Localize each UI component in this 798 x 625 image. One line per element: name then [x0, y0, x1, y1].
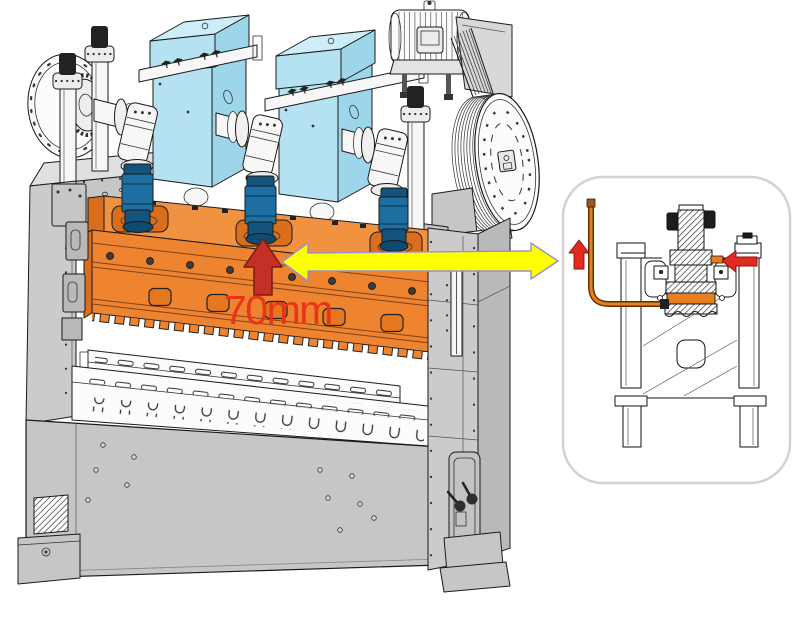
detail-inset: [561, 175, 792, 485]
drive-shafts-and-joints: [93, 98, 408, 222]
bed-clamps: [78, 396, 424, 442]
up-arrow-icon: [568, 239, 590, 270]
left-column: [25, 180, 89, 425]
ram-bolts: [106, 252, 416, 295]
universal-joint-3: [367, 128, 408, 190]
dimension-label: 70mm: [224, 287, 332, 333]
left-foot: [17, 533, 81, 585]
main-flywheel: [451, 92, 540, 235]
base-vent: [33, 494, 69, 535]
gearbox-mounting-rails: [138, 35, 429, 112]
right-column: [427, 217, 511, 593]
double-headed-arrow-icon: [281, 242, 559, 282]
support-column-right: [400, 86, 431, 234]
gearbox-right: [275, 29, 376, 203]
connecting-cylinder-2: [244, 175, 277, 245]
right-foot: [439, 531, 511, 593]
base-holes: [85, 442, 377, 533]
universal-joint-1: [117, 102, 158, 164]
belt-guard: [455, 16, 513, 98]
up-arrow-icon: [243, 238, 283, 296]
gearbox-left: [149, 14, 250, 188]
support-column-left-1: [52, 53, 83, 197]
connecting-cylinder-3: [378, 187, 409, 252]
left-arrow-icon: [721, 250, 758, 273]
highlighted-adjusting-block: [666, 292, 716, 306]
machine-base: [17, 419, 441, 585]
cross-section-drawing: [614, 204, 767, 448]
oil-port: [710, 255, 724, 264]
screw-assembly: [653, 204, 729, 317]
machine-illustration: 70mm: [17, 0, 559, 593]
lubrication-pipe: [586, 198, 669, 309]
ram-holes: [148, 287, 404, 333]
connecting-cylinder-1: [121, 163, 154, 233]
ram-blade-teeth: [92, 313, 430, 361]
drive-belt: [450, 27, 494, 98]
lubrication-valves: [446, 481, 478, 527]
frame-hole: [676, 339, 706, 369]
